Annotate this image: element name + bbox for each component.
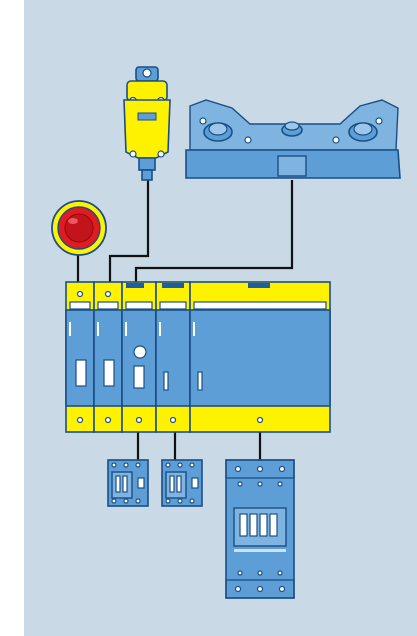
emergency-stop-icon (51, 200, 107, 256)
wiring (76, 180, 294, 460)
contactor-2-icon (161, 459, 203, 507)
safety-relay-module-4 (155, 281, 191, 433)
safety-relay-module-5 (189, 281, 331, 433)
safety-relay-module-1 (65, 281, 95, 433)
safety-relay-module-2 (93, 281, 123, 433)
safety-position-switch-icon (123, 66, 171, 181)
safety-relay-module-3 (121, 281, 157, 433)
safety-relay-system (65, 281, 331, 433)
two-hand-control-icon (185, 99, 401, 179)
power-contactor-icon (225, 459, 295, 599)
contactor-1-icon (107, 459, 149, 507)
